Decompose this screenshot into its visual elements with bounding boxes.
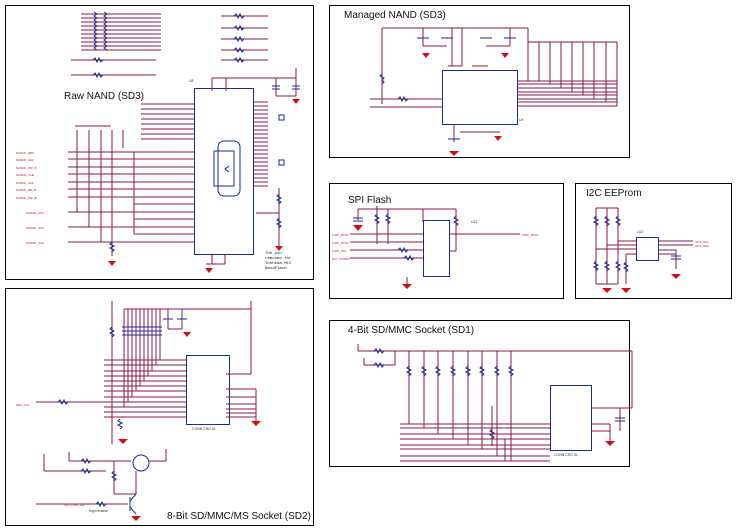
svg-text:CSPI_SS1: CSPI_SS1 [332, 249, 347, 253]
eeprom-chip-ref: U22 [637, 230, 644, 234]
nand-right-pins [254, 101, 285, 251]
eeprom-chip-u22 [636, 237, 659, 261]
spi-chip-ref: U21 [471, 220, 478, 224]
sd2-socket-schematic: SD2_CLK SD2_PWR_EN [16, 301, 261, 521]
nand-chip-u8 [194, 88, 254, 255]
sd1-data-lines [400, 423, 550, 462]
svg-text:I2C3_SCL: I2C3_SCL [695, 240, 709, 244]
nand-control-lines [68, 103, 194, 256]
dat-pullups [538, 42, 618, 106]
sd1-socket-title: 4-Bit SD/MMC Socket (SD1) [348, 325, 475, 336]
svg-text:NANDF_CLE: NANDF_CLE [16, 173, 34, 177]
sd1-connector-label: CONN CRD SL [554, 453, 579, 457]
i2c-eeprom-title: I2C EEProm [586, 188, 642, 199]
sd2-socket-title: 8-Bit SD/MMC/MS Socket (SD2) [167, 511, 311, 522]
sd2-pullups [122, 309, 162, 407]
svg-text:CSPI_MISO: CSPI_MISO [522, 233, 539, 237]
sd2-connector-label: CONN CRD SL [192, 427, 217, 431]
spi-flash-chip-u21 [423, 220, 450, 277]
svg-text:NANDF_RB0: NANDF_RB0 [16, 151, 34, 155]
nand-flash-symbol [213, 140, 241, 197]
svg-text:SD2_PWR_EN: SD2_PWR_EN [64, 503, 84, 507]
managed-nand-chip-ref: U9 [519, 118, 524, 122]
sd1-connector-p2 [550, 385, 592, 451]
nand-ground [108, 241, 226, 273]
sd2-socket-panel: 8-Bit SD/MMC/MS Socket (SD2) [5, 288, 314, 526]
svg-text:CSPI_MOSI: CSPI_MOSI [332, 233, 349, 237]
sd1-socket-schematic [357, 344, 633, 462]
svg-text:SD2_CLK: SD2_CLK [16, 403, 29, 407]
resistor-arrays [92, 11, 245, 79]
nand-signal-markers: NANDF_RB0 NANDF_CE0 NANDF_WP_B NANDF_CLE… [16, 151, 44, 245]
raw-nand-panel: Raw NAND (SD3) [5, 5, 314, 280]
svg-text:CSPI_SCLK: CSPI_SCLK [332, 241, 349, 245]
managed-nand-title: Managed NAND (SD3) [344, 10, 446, 21]
svg-text:NANDF_ALE: NANDF_ALE [16, 181, 34, 185]
nand-chip-ref: U8 [189, 79, 194, 83]
svg-text:NANDF_WP_B: NANDF_WP_B [16, 166, 37, 170]
raw-nand-title: Raw NAND (SD3) [64, 91, 145, 102]
svg-text:NANDF_RE_B: NANDF_RE_B [16, 188, 36, 192]
sd2-data-lines [36, 359, 186, 418]
svg-text:NANDF_CE0: NANDF_CE0 [16, 158, 34, 162]
svg-text:NANDF_CS1: NANDF_CS1 [26, 211, 44, 215]
sd2-connector-p1 [186, 355, 230, 425]
raw-nand-schematic: NANDF_RB0 NANDF_CE0 NANDF_WP_B NANDF_CLE… [16, 11, 300, 273]
spi-flash-title: SPI Flash [348, 195, 392, 206]
sd1-socket-panel: 4-Bit SD/MMC Socket (SD1) [329, 320, 633, 467]
dat-lines [517, 80, 617, 107]
nand-signal-rows [71, 13, 268, 76]
i2c-eeprom-schematic: I2C3_SCL I2C3_SDA [592, 207, 709, 293]
i2c-eeprom-panel: I2C EEProm I2C3_SCL I2C3_SDA U22 [575, 183, 732, 299]
spi-flash-schematic: CSPI_MOSI CSPI_SCLK CSPI_SS1 EXT_PORST C… [332, 206, 539, 289]
managed-nand-chip-u9 [442, 70, 518, 125]
svg-text:EXT_PORST: EXT_PORST [332, 257, 350, 261]
managed-nand-panel: Managed NAND (SD3) U9 [329, 5, 630, 158]
svg-text:NANDF_WE_B: NANDF_WE_B [16, 196, 37, 200]
svg-text:NANDF_CS2: NANDF_CS2 [26, 226, 44, 230]
toshiba-note: The pin removed for Toshiba MLC NandFlas… [265, 252, 292, 271]
sd2-control-note: high=enable [89, 509, 109, 513]
spi-flash-panel: SPI Flash CSPI_MOSI CSPI_SCLK CSPI_SS1 E… [329, 183, 564, 299]
svg-text:NANDF_CS3: NANDF_CS3 [26, 241, 44, 245]
managed-nand-schematic [370, 27, 618, 156]
svg-text:I2C3_SDA: I2C3_SDA [695, 244, 709, 248]
